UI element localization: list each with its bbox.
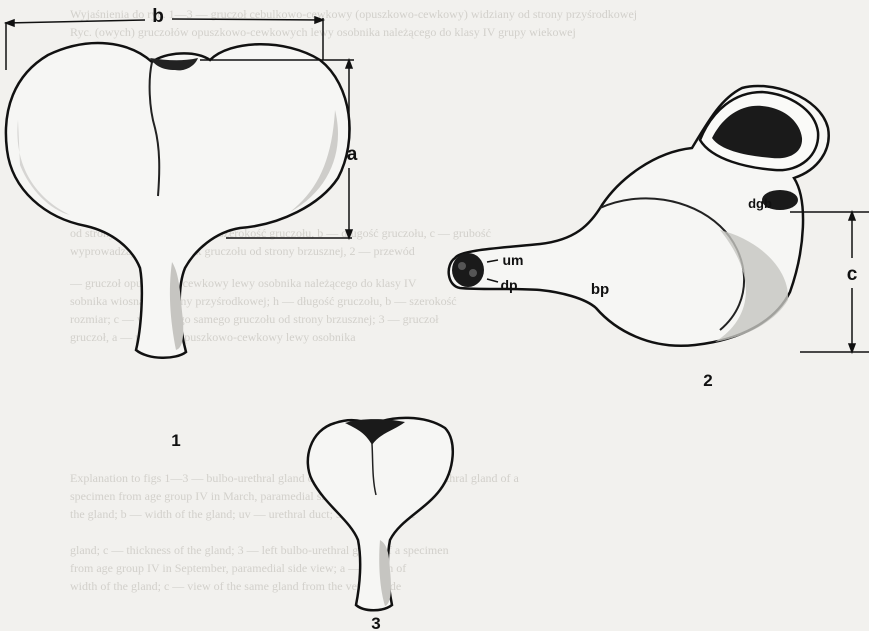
figure-label-1: 1 <box>171 431 180 450</box>
figure-3-gland <box>308 418 453 610</box>
part-label-dp: dp <box>500 277 517 293</box>
figure-2-duct-lumen <box>458 262 466 270</box>
figure-label-3: 3 <box>371 614 380 631</box>
dimension-label-c: c <box>847 264 858 285</box>
figure-3-gland-outline <box>308 418 453 610</box>
figure-1-gland <box>6 43 350 358</box>
figure-label-2: 2 <box>703 371 712 390</box>
dimension-label-a: a <box>347 144 358 165</box>
figure-2-gland <box>449 86 829 346</box>
figure-2-duct-opening <box>452 253 484 287</box>
part-label-bp: bp <box>591 281 609 298</box>
dimension-label-b: b <box>152 6 164 27</box>
part-label-dgb: dgb <box>748 196 772 211</box>
figure-2-duct-lumen <box>469 269 477 277</box>
part-label-um: um <box>503 252 524 268</box>
